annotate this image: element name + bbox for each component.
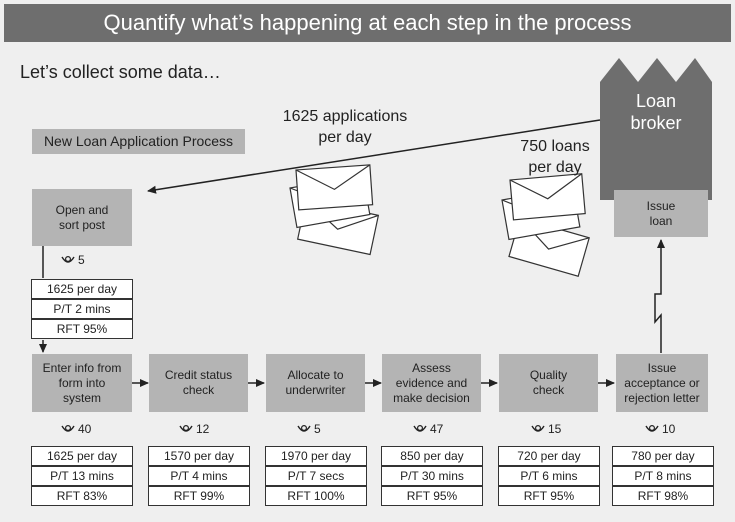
stat-volume: 850 per day (381, 446, 483, 466)
operator-count-value: 5 (78, 253, 85, 267)
operator-icon (413, 424, 427, 432)
stat-process-time: P/T 8 mins (612, 466, 714, 486)
step-issue-letter: Issue acceptance or rejection letter (616, 354, 708, 412)
step-enter-info: Enter info from form into system (32, 354, 132, 412)
loans-note: 750 loans per day (520, 138, 590, 176)
step-quality-check: Quality check (499, 354, 598, 412)
stat-right-first-time: RFT 99% (148, 486, 250, 506)
operator-icon (297, 424, 311, 432)
stat-right-first-time: RFT 98% (612, 486, 714, 506)
operator-count-value: 12 (196, 422, 210, 436)
stat-volume: 780 per day (612, 446, 714, 466)
page-title: Quantify what’s happening at each step i… (4, 4, 731, 42)
step-credit-status-check: Credit status check (149, 354, 248, 412)
process-label: New Loan Application Process (32, 129, 245, 154)
subtitle: Let’s collect some data… (20, 62, 221, 82)
loan-broker-label: Loan broker (630, 91, 682, 133)
operator-count-value: 47 (430, 422, 444, 436)
stat-right-first-time: RFT 95% (31, 319, 133, 339)
operator-count: 47 (413, 421, 443, 437)
stat-volume: 1570 per day (148, 446, 250, 466)
step-allocate-to-underwriter: Allocate to underwriter (266, 354, 365, 412)
stat-volume: 1625 per day (31, 279, 133, 299)
operator-count: 12 (179, 421, 209, 437)
operator-count: 10 (645, 421, 675, 437)
step-assess-evidence: Assess evidence and make decision (382, 354, 481, 412)
operator-count-value: 5 (314, 422, 321, 436)
operator-count-value: 15 (548, 422, 562, 436)
stat-right-first-time: RFT 100% (265, 486, 367, 506)
stat-right-first-time: RFT 95% (381, 486, 483, 506)
stat-process-time: P/T 4 mins (148, 466, 250, 486)
step-open-and-sort-post: Open and sort post (32, 189, 132, 246)
stat-process-time: P/T 2 mins (31, 299, 133, 319)
operator-icon (61, 255, 75, 263)
operator-count: 40 (61, 421, 91, 437)
stat-process-time: P/T 13 mins (31, 466, 133, 486)
operator-icon (179, 424, 193, 432)
operator-icon (531, 424, 545, 432)
stat-process-time: P/T 6 mins (498, 466, 600, 486)
operator-count: 15 (531, 421, 561, 437)
stat-right-first-time: RFT 95% (498, 486, 600, 506)
stat-volume: 1970 per day (265, 446, 367, 466)
operator-count-value: 10 (662, 422, 676, 436)
operator-icon (645, 424, 659, 432)
operator-count: 5 (297, 421, 321, 437)
operator-count: 5 (61, 252, 85, 268)
applications-note: 1625 applications per day (282, 108, 408, 146)
stat-process-time: P/T 30 mins (381, 466, 483, 486)
stat-process-time: P/T 7 secs (265, 466, 367, 486)
stat-volume: 1625 per day (31, 446, 133, 466)
stat-right-first-time: RFT 83% (31, 486, 133, 506)
operator-count-value: 40 (78, 422, 92, 436)
operator-icon (61, 424, 75, 432)
stat-volume: 720 per day (498, 446, 600, 466)
step-issue-loan: Issue loan (614, 190, 708, 237)
